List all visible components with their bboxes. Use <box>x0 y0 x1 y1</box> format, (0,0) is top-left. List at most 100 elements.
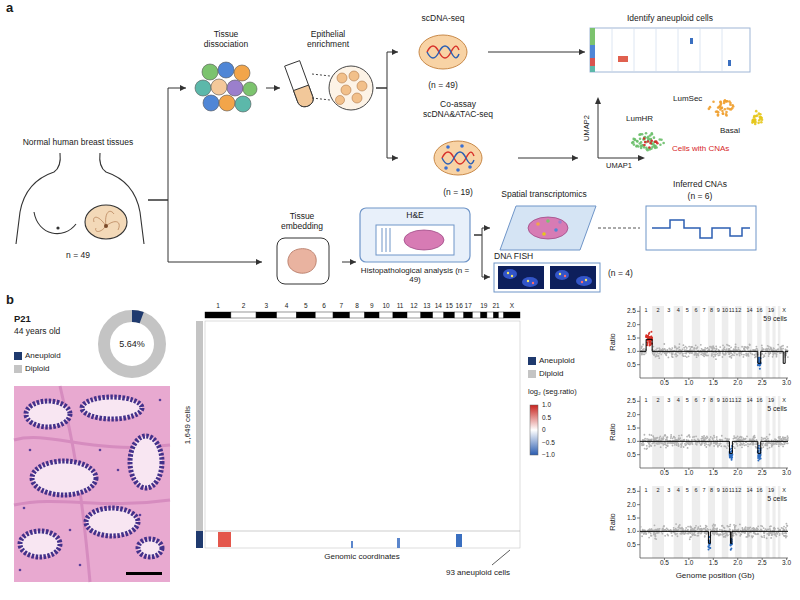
data-point <box>664 435 666 437</box>
data-point <box>715 348 717 350</box>
spatial-slide <box>500 206 596 250</box>
data-point <box>665 353 667 355</box>
he-slide <box>360 208 470 262</box>
data-point <box>739 355 741 357</box>
mini-heatmap <box>618 56 628 62</box>
single-cell <box>444 144 472 172</box>
data-point <box>712 346 714 348</box>
data-point <box>748 529 750 531</box>
data-point <box>662 348 664 350</box>
data-point <box>728 438 730 440</box>
data-point <box>645 336 647 338</box>
chromosome-bar <box>504 312 520 318</box>
data-point <box>691 346 693 348</box>
data-point <box>710 443 712 445</box>
data-point <box>715 444 717 446</box>
umap-point <box>723 100 726 103</box>
data-point <box>707 347 709 349</box>
data-point <box>678 525 680 527</box>
data-point <box>725 349 727 351</box>
data-point <box>729 457 731 459</box>
donut-ring <box>104 316 160 372</box>
data-point <box>755 354 757 356</box>
umap-point <box>645 132 648 135</box>
data-point <box>662 438 664 440</box>
data-point <box>660 446 662 448</box>
plot-axis <box>640 396 788 468</box>
data-point <box>655 349 657 351</box>
data-point <box>768 533 770 535</box>
data-point <box>724 527 726 529</box>
data-point <box>683 347 685 349</box>
data-point <box>658 357 660 359</box>
umap-point <box>662 142 665 145</box>
data-point <box>738 532 740 534</box>
data-point <box>766 533 768 535</box>
data-point <box>723 536 725 538</box>
cna-heatmap <box>205 321 520 548</box>
data-point <box>662 349 664 351</box>
data-point <box>649 434 651 436</box>
data-point <box>673 529 675 531</box>
dissociated-cells <box>211 79 227 95</box>
data-point <box>678 346 680 348</box>
chromosome-band <box>708 306 715 378</box>
data-point <box>674 533 676 535</box>
data-point <box>682 528 684 530</box>
data-point <box>716 348 718 350</box>
tick-mark <box>637 414 640 415</box>
data-point <box>776 354 778 356</box>
data-point <box>726 344 728 346</box>
data-point <box>743 348 745 350</box>
enrichment-tube <box>336 71 368 105</box>
data-point <box>757 457 759 459</box>
data-point <box>677 355 679 357</box>
umap-point <box>643 138 646 141</box>
data-point <box>722 352 724 354</box>
data-point <box>704 536 706 538</box>
mini-heatmap <box>590 58 595 66</box>
data-point <box>687 447 689 449</box>
data-point <box>761 345 763 347</box>
data-point <box>752 535 754 537</box>
data-point <box>684 443 686 445</box>
umap-point <box>731 104 734 107</box>
chromosome-band <box>692 396 700 468</box>
data-point <box>747 353 749 355</box>
data-point <box>719 346 721 348</box>
data-point <box>774 438 776 440</box>
chromosome-bar <box>481 312 487 318</box>
data-point <box>754 435 756 437</box>
data-point <box>768 352 770 354</box>
data-point <box>734 437 736 439</box>
data-point <box>653 533 655 535</box>
tick-mark <box>637 504 640 505</box>
data-point <box>754 528 756 530</box>
data-point <box>691 532 693 534</box>
chromosome-band <box>652 486 664 558</box>
data-point <box>688 443 690 445</box>
data-point <box>740 444 742 446</box>
enrichment-tube <box>357 81 367 91</box>
data-point <box>653 534 655 536</box>
data-point <box>741 346 743 348</box>
data-point <box>775 536 777 538</box>
data-point <box>664 435 666 437</box>
single-cell <box>446 145 450 149</box>
data-point <box>783 437 785 439</box>
data-point <box>727 526 729 528</box>
data-point <box>779 442 781 444</box>
data-point <box>704 442 706 444</box>
data-point <box>687 442 689 444</box>
data-point <box>679 533 681 535</box>
tick-mark <box>637 401 640 402</box>
fish-images <box>576 276 592 286</box>
data-point <box>762 356 764 358</box>
umap-point <box>717 114 720 117</box>
data-point <box>732 535 734 537</box>
data-point <box>664 434 666 436</box>
data-point <box>658 442 660 444</box>
enrichment-tube <box>341 85 351 95</box>
data-point <box>756 346 758 348</box>
he-micrograph <box>86 508 138 536</box>
